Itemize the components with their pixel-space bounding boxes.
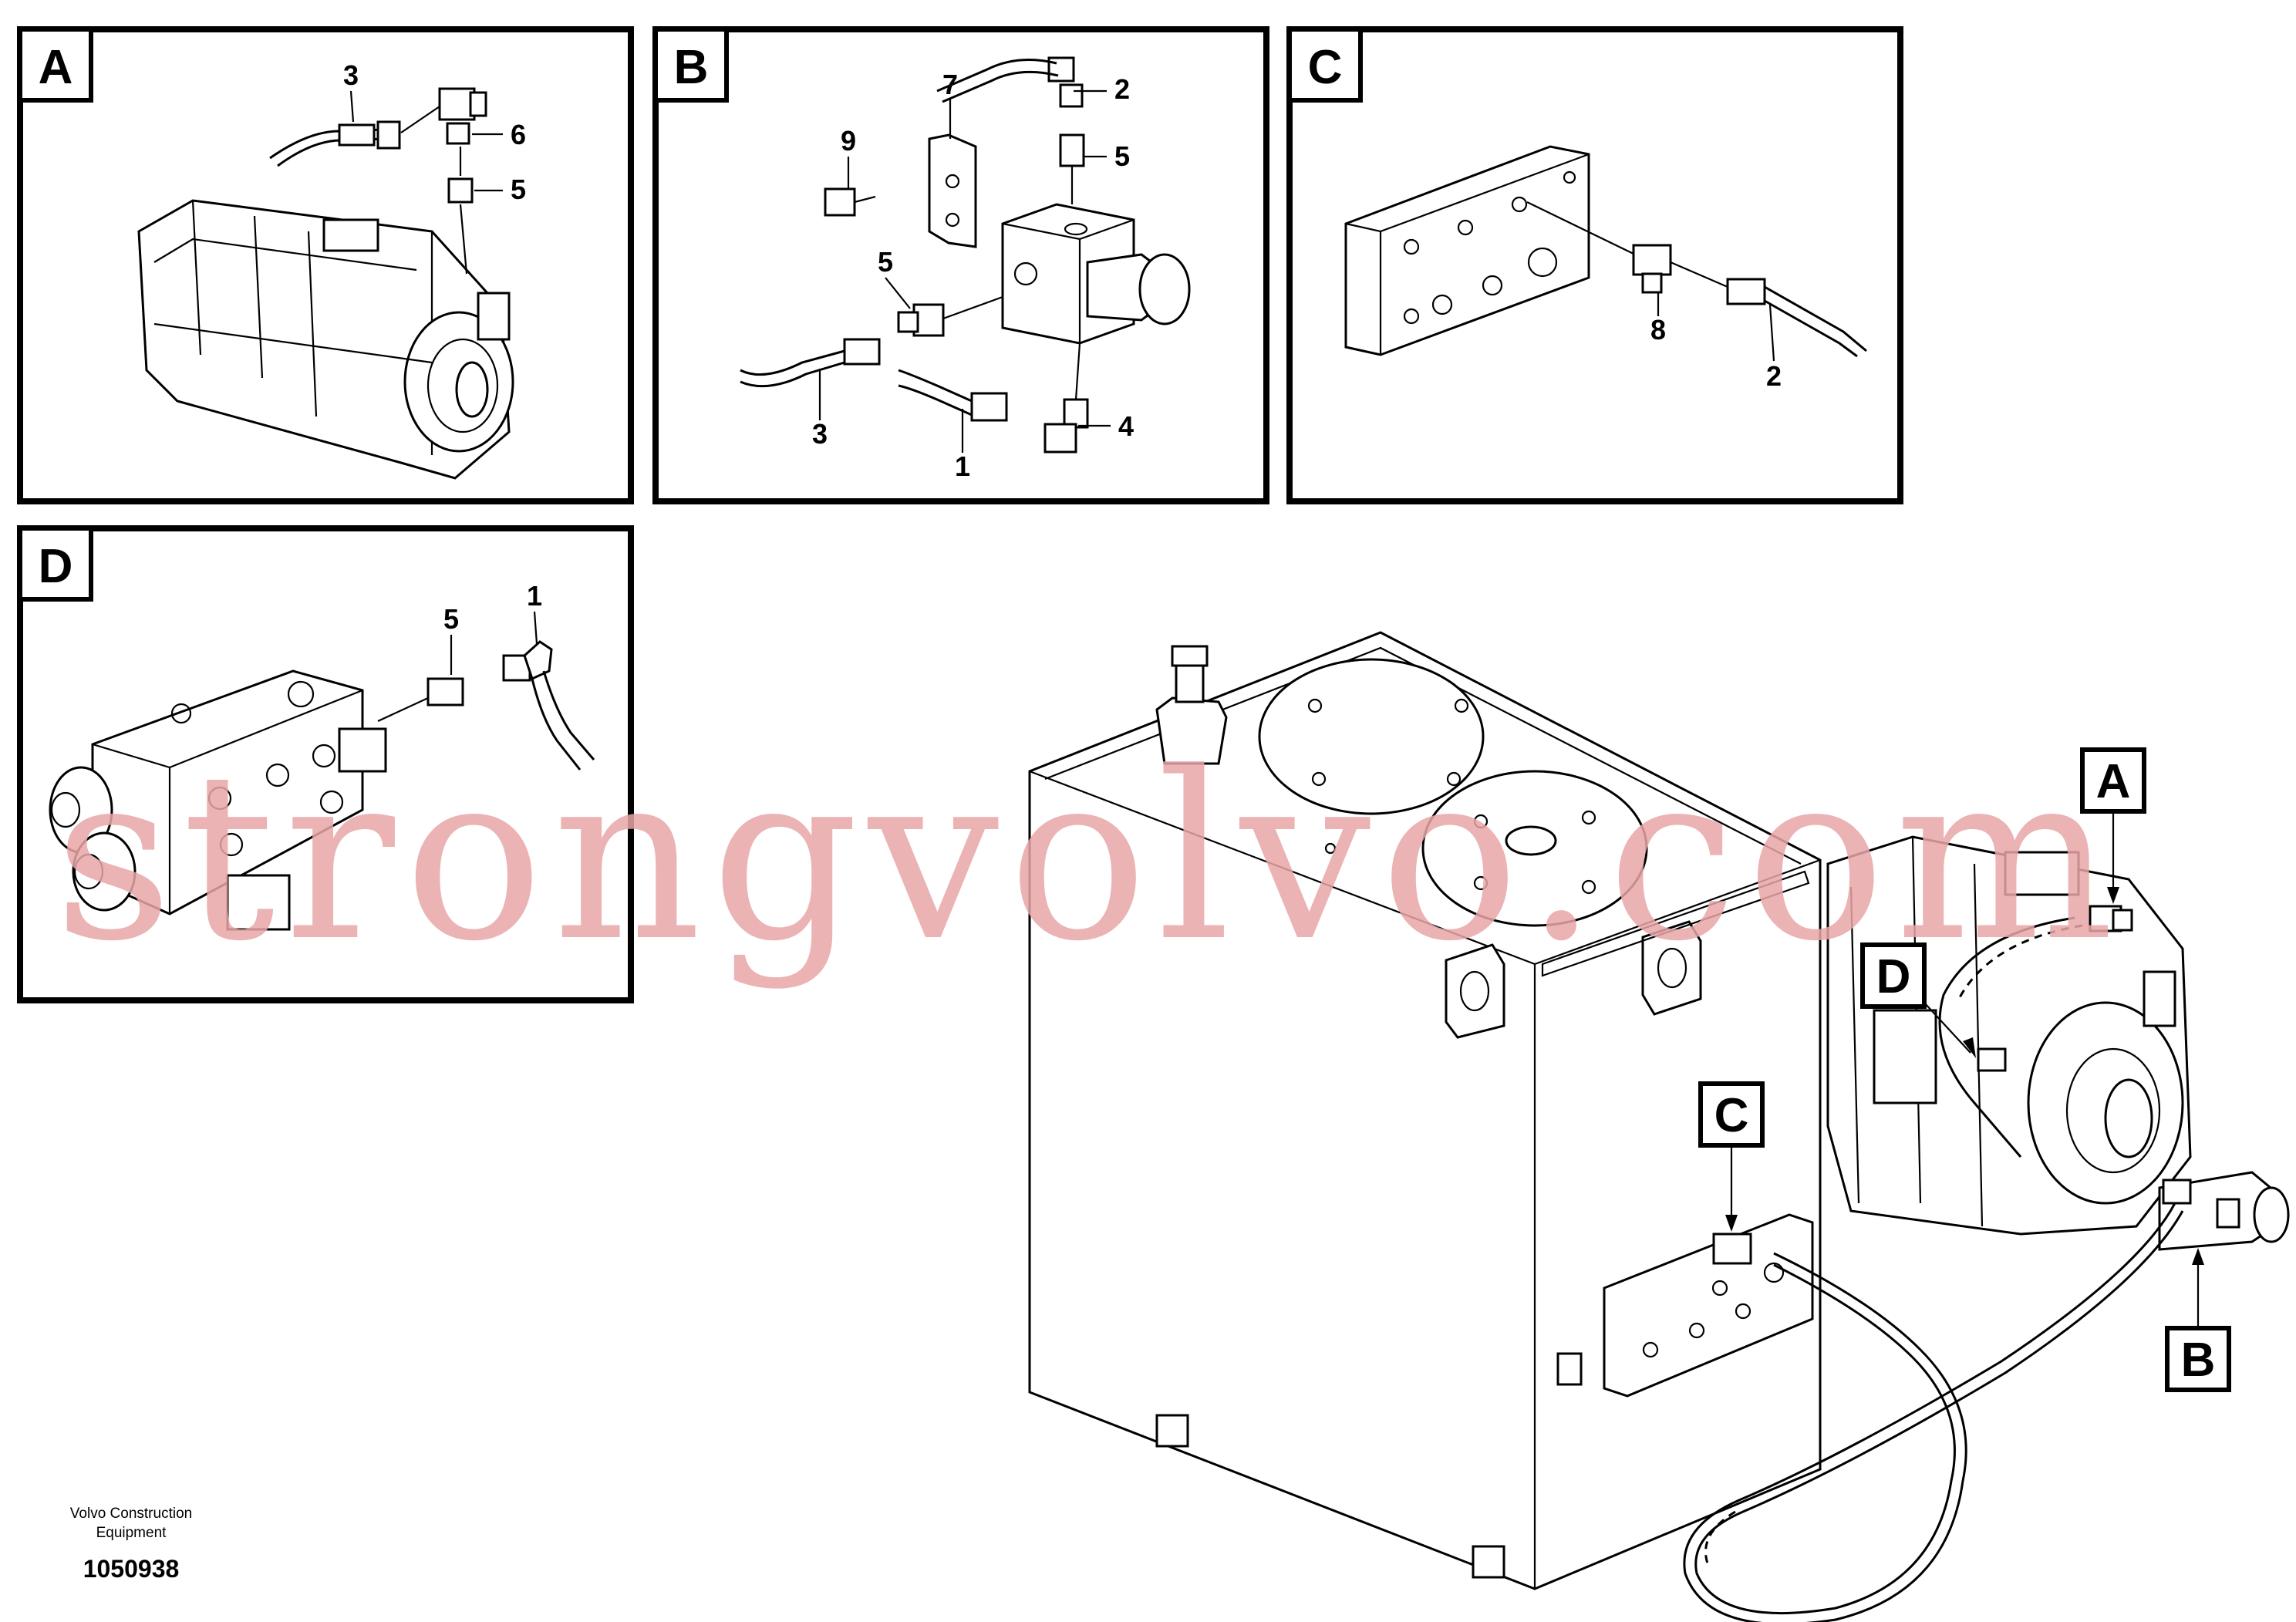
callout-number: D	[1876, 950, 1911, 1003]
callout-number: 8	[1650, 314, 1666, 346]
callout-number: 5	[443, 603, 459, 635]
panel-a: A 3 6 5	[17, 26, 634, 504]
callout-number: C	[1714, 1089, 1749, 1142]
hydraulic-tank	[1028, 631, 1822, 1590]
callout-number: 4	[1118, 410, 1134, 442]
pump-assembly	[1826, 835, 2290, 1251]
marker-b: B	[2165, 1248, 2231, 1392]
callout-number: 2	[1114, 73, 1130, 105]
callout-number: 1	[527, 580, 542, 612]
panel-b: B 7 2	[652, 26, 1269, 504]
callout-number: A	[2096, 755, 2131, 808]
callout-number: 5	[511, 174, 526, 205]
callout-number: 2	[1766, 360, 1782, 392]
marker-d: D	[1860, 943, 1976, 1058]
callout-number: 6	[511, 119, 526, 150]
panel-d: D 5 1	[17, 525, 634, 1003]
callout-number: 3	[343, 59, 359, 91]
panel-b-tag: B	[674, 41, 709, 94]
callout-number: 9	[841, 125, 856, 157]
company-name-line2: Equipment	[96, 1525, 167, 1541]
company-name-line1: Volvo Construction	[70, 1506, 192, 1522]
panel-c-tag: C	[1308, 41, 1343, 94]
marker-a: A	[2080, 747, 2146, 904]
panel-c: C 8 2	[1286, 26, 1903, 504]
drawing-number: 1050938	[83, 1555, 180, 1583]
footer: Volvo Construction Equipment 1050938	[70, 1506, 192, 1583]
callout-number: 5	[878, 246, 893, 278]
panel-d-tag: D	[39, 540, 73, 593]
callout-number: 1	[955, 450, 970, 482]
callout-number: 7	[942, 69, 958, 100]
panel-a-tag: A	[39, 41, 73, 94]
callout-number: 5	[1114, 140, 1130, 172]
callout-number: B	[2181, 1334, 2216, 1387]
watermark-text: strongvolvo.com	[54, 723, 2123, 992]
marker-c: C	[1698, 1081, 1765, 1232]
callout-number: 3	[812, 418, 828, 450]
main-assembly-view: A D C B	[1028, 631, 2290, 1622]
hydraulic-pump-a	[137, 199, 514, 480]
